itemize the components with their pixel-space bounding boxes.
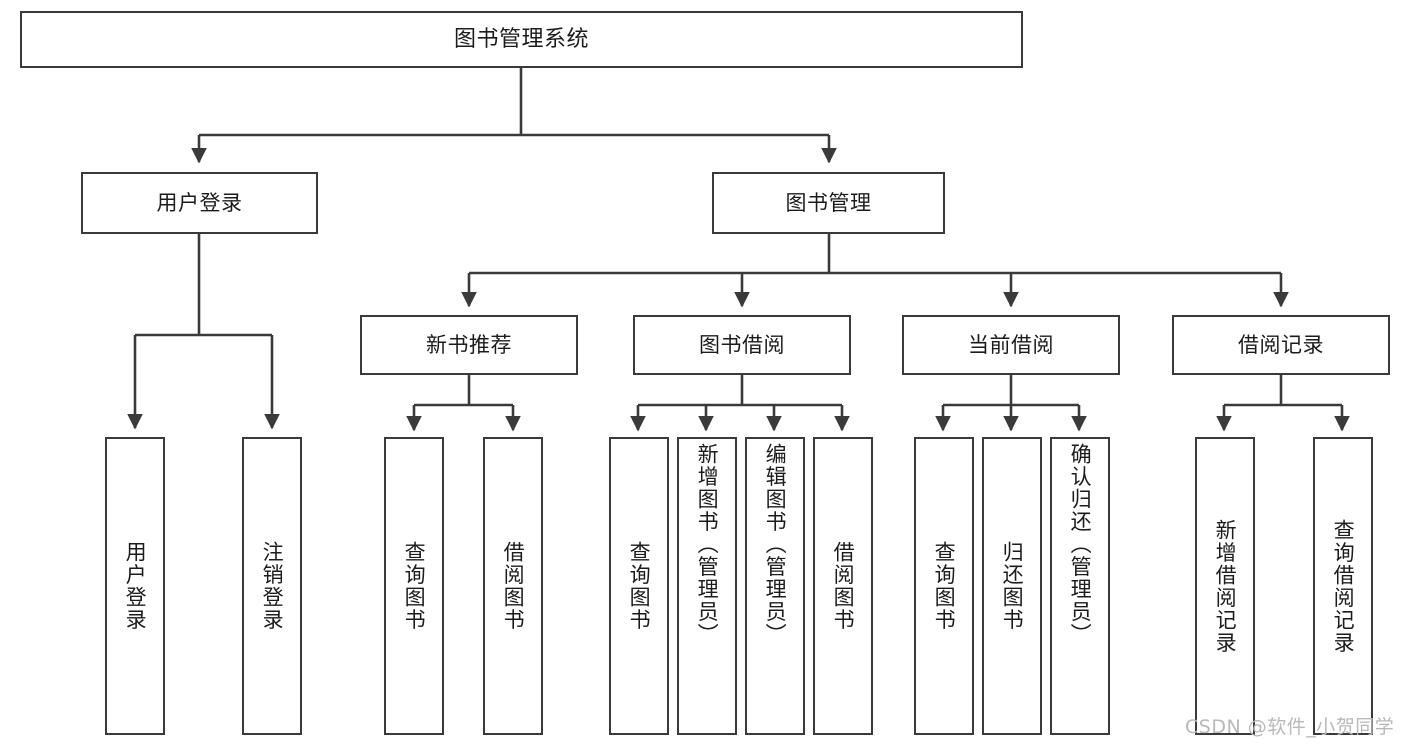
leaf-confirm-return-label: 确认归还（管理员） [1068, 443, 1093, 646]
node-book-borrow-label: 图书借阅 [699, 332, 785, 357]
node-book-manage-label: 图书管理 [785, 190, 872, 215]
leaf-add-book-label: 新增图书（管理员） [695, 443, 720, 646]
leaf-borrow-book-1-label: 借阅图书 [501, 541, 526, 631]
leaf-logout-login-label: 注销登录 [260, 541, 285, 631]
node-borrow-record-label: 借阅记录 [1238, 332, 1324, 357]
node-borrow-record[interactable]: 借阅记录 [1172, 315, 1390, 375]
leaf-add-book[interactable]: 新增图书（管理员） [677, 437, 737, 735]
leaf-query-book-2-label: 查询图书 [627, 541, 652, 631]
node-book-manage[interactable]: 图书管理 [712, 172, 945, 234]
leaf-user-login[interactable]: 用户登录 [105, 437, 165, 735]
leaf-user-login-label: 用户登录 [123, 541, 148, 631]
leaf-edit-book[interactable]: 编辑图书（管理员） [745, 437, 805, 735]
leaf-add-record-label: 新增借阅记录 [1213, 518, 1238, 654]
leaf-query-book-1[interactable]: 查询图书 [384, 437, 444, 735]
node-book-borrow[interactable]: 图书借阅 [633, 315, 851, 375]
leaf-logout-login[interactable]: 注销登录 [242, 437, 302, 735]
leaf-query-book-3[interactable]: 查询图书 [914, 437, 974, 735]
node-new-book-recommend-label: 新书推荐 [426, 332, 512, 357]
node-root[interactable]: 图书管理系统 [20, 11, 1023, 68]
node-current-borrow-label: 当前借阅 [968, 332, 1054, 357]
node-current-borrow[interactable]: 当前借阅 [902, 315, 1120, 375]
leaf-query-book-2[interactable]: 查询图书 [609, 437, 669, 735]
node-root-label: 图书管理系统 [453, 26, 589, 52]
node-user-login[interactable]: 用户登录 [81, 172, 318, 234]
leaf-return-book-label: 归还图书 [1000, 541, 1025, 631]
leaf-return-book[interactable]: 归还图书 [982, 437, 1042, 735]
leaf-borrow-book-1[interactable]: 借阅图书 [483, 437, 543, 735]
leaf-confirm-return[interactable]: 确认归还（管理员） [1050, 437, 1110, 735]
leaf-query-record-label: 查询借阅记录 [1331, 518, 1356, 654]
leaf-add-record[interactable]: 新增借阅记录 [1195, 437, 1255, 735]
leaf-query-book-1-label: 查询图书 [402, 541, 427, 631]
csdn-watermark: CSDN @软件_小贺同学 [1185, 716, 1395, 738]
node-new-book-recommend[interactable]: 新书推荐 [360, 315, 578, 375]
leaf-query-record[interactable]: 查询借阅记录 [1313, 437, 1373, 735]
node-user-login-label: 用户登录 [156, 190, 243, 215]
leaf-borrow-book-2-label: 借阅图书 [831, 541, 856, 631]
leaf-query-book-3-label: 查询图书 [932, 541, 957, 631]
leaf-edit-book-label: 编辑图书（管理员） [763, 443, 788, 646]
leaf-borrow-book-2[interactable]: 借阅图书 [813, 437, 873, 735]
